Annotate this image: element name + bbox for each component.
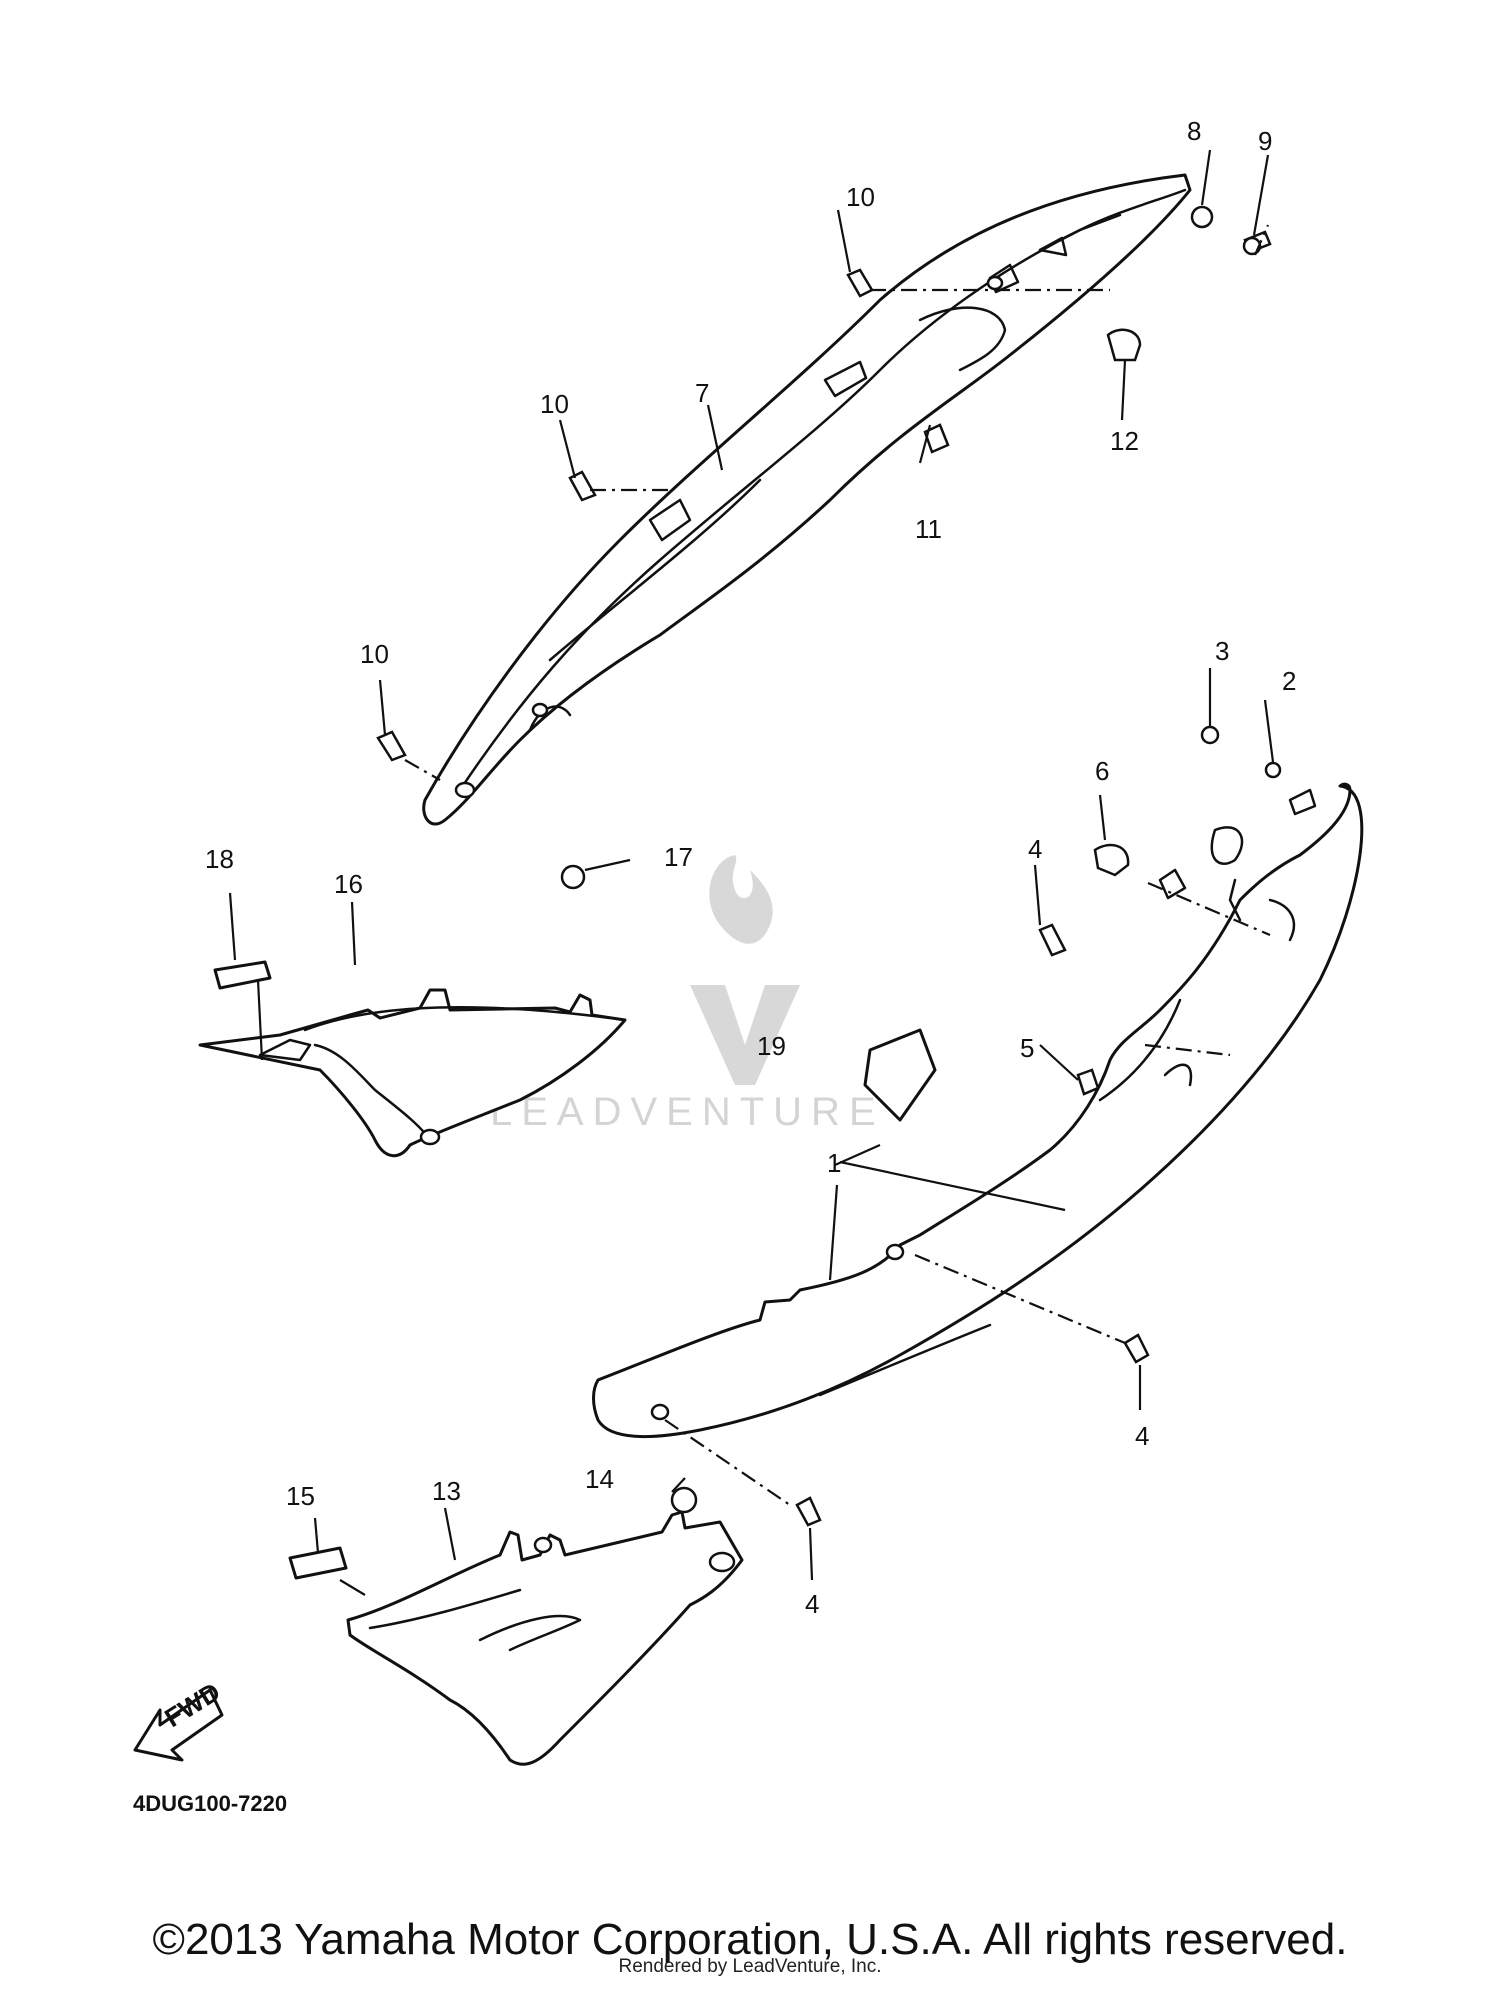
callout-1: 1 xyxy=(827,1148,841,1178)
copyright-notice: ©2013 Yamaha Motor Corporation, U.S.A. A… xyxy=(152,1915,1348,1964)
rendered-by-credit: Rendered by LeadVenture, Inc. xyxy=(618,1956,882,1977)
part-7-upper-cowling xyxy=(422,173,1192,826)
watermark-text: LEADVENTURE xyxy=(490,1090,885,1134)
callout-15: 15 xyxy=(286,1481,315,1511)
callout-4a: 4 xyxy=(1028,834,1042,864)
callout-17: 17 xyxy=(664,842,693,872)
part-13-lower-panel xyxy=(346,1510,744,1766)
callout-numbers: 1 2 3 4 4 4 5 6 7 8 9 10 10 10 11 12 13 … xyxy=(205,116,1296,1619)
callout-10a: 10 xyxy=(846,182,875,212)
callout-14: 14 xyxy=(585,1464,614,1494)
callout-10c: 10 xyxy=(360,639,389,669)
callout-4c: 4 xyxy=(805,1589,819,1619)
callout-18: 18 xyxy=(205,844,234,874)
callout-13: 13 xyxy=(432,1476,461,1506)
callout-7: 7 xyxy=(695,378,709,408)
callout-8: 8 xyxy=(1187,116,1201,146)
fwd-arrow-icon xyxy=(133,1688,224,1762)
part-1-side-cover xyxy=(592,782,1364,1438)
part-15-pad xyxy=(288,1546,348,1580)
part-18-pad xyxy=(213,960,272,990)
callout-10b: 10 xyxy=(540,389,569,419)
leadventure-watermark-logo xyxy=(690,855,800,1085)
callout-6: 6 xyxy=(1095,756,1109,786)
assembly-dash-lines xyxy=(404,224,1271,1506)
callout-5: 5 xyxy=(1020,1033,1034,1063)
callout-16: 16 xyxy=(334,869,363,899)
leader-lines xyxy=(228,149,1275,1596)
callout-19: 19 xyxy=(757,1031,786,1061)
callout-12: 12 xyxy=(1110,426,1139,456)
callout-4b: 4 xyxy=(1135,1421,1149,1451)
part-16-side-panel xyxy=(198,988,627,1158)
diagram-code: 4DUG100-7220 xyxy=(133,1791,288,1816)
callout-2: 2 xyxy=(1282,666,1296,696)
callout-3: 3 xyxy=(1215,636,1229,666)
callout-11: 11 xyxy=(915,514,942,544)
part-19-decal xyxy=(863,1028,937,1122)
callout-9: 9 xyxy=(1258,126,1272,156)
